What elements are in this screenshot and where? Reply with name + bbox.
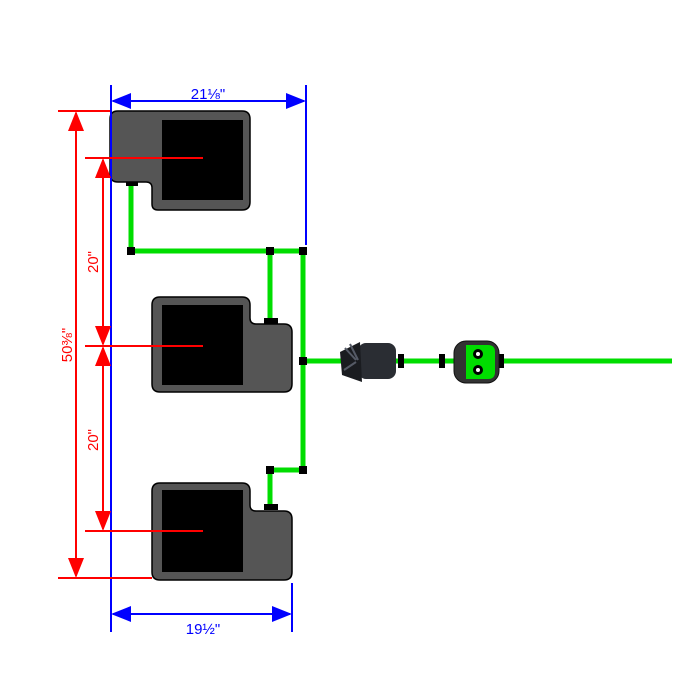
width-dimensions bbox=[110, 85, 307, 632]
top-width-label: 21⅛" bbox=[191, 86, 226, 103]
lower-spacing-label: 20" bbox=[85, 429, 102, 451]
bottom-width-label: 19½" bbox=[186, 621, 221, 638]
height-dimensions bbox=[58, 110, 203, 579]
pump-icon bbox=[453, 340, 500, 384]
total-height-label: 50⅜" bbox=[59, 328, 76, 363]
upper-spacing-label: 20" bbox=[85, 251, 102, 273]
tube-fittings bbox=[126, 180, 504, 510]
pot-top-reservoir bbox=[162, 120, 243, 200]
pot-bottom bbox=[151, 482, 293, 581]
filter-icon bbox=[340, 342, 396, 382]
